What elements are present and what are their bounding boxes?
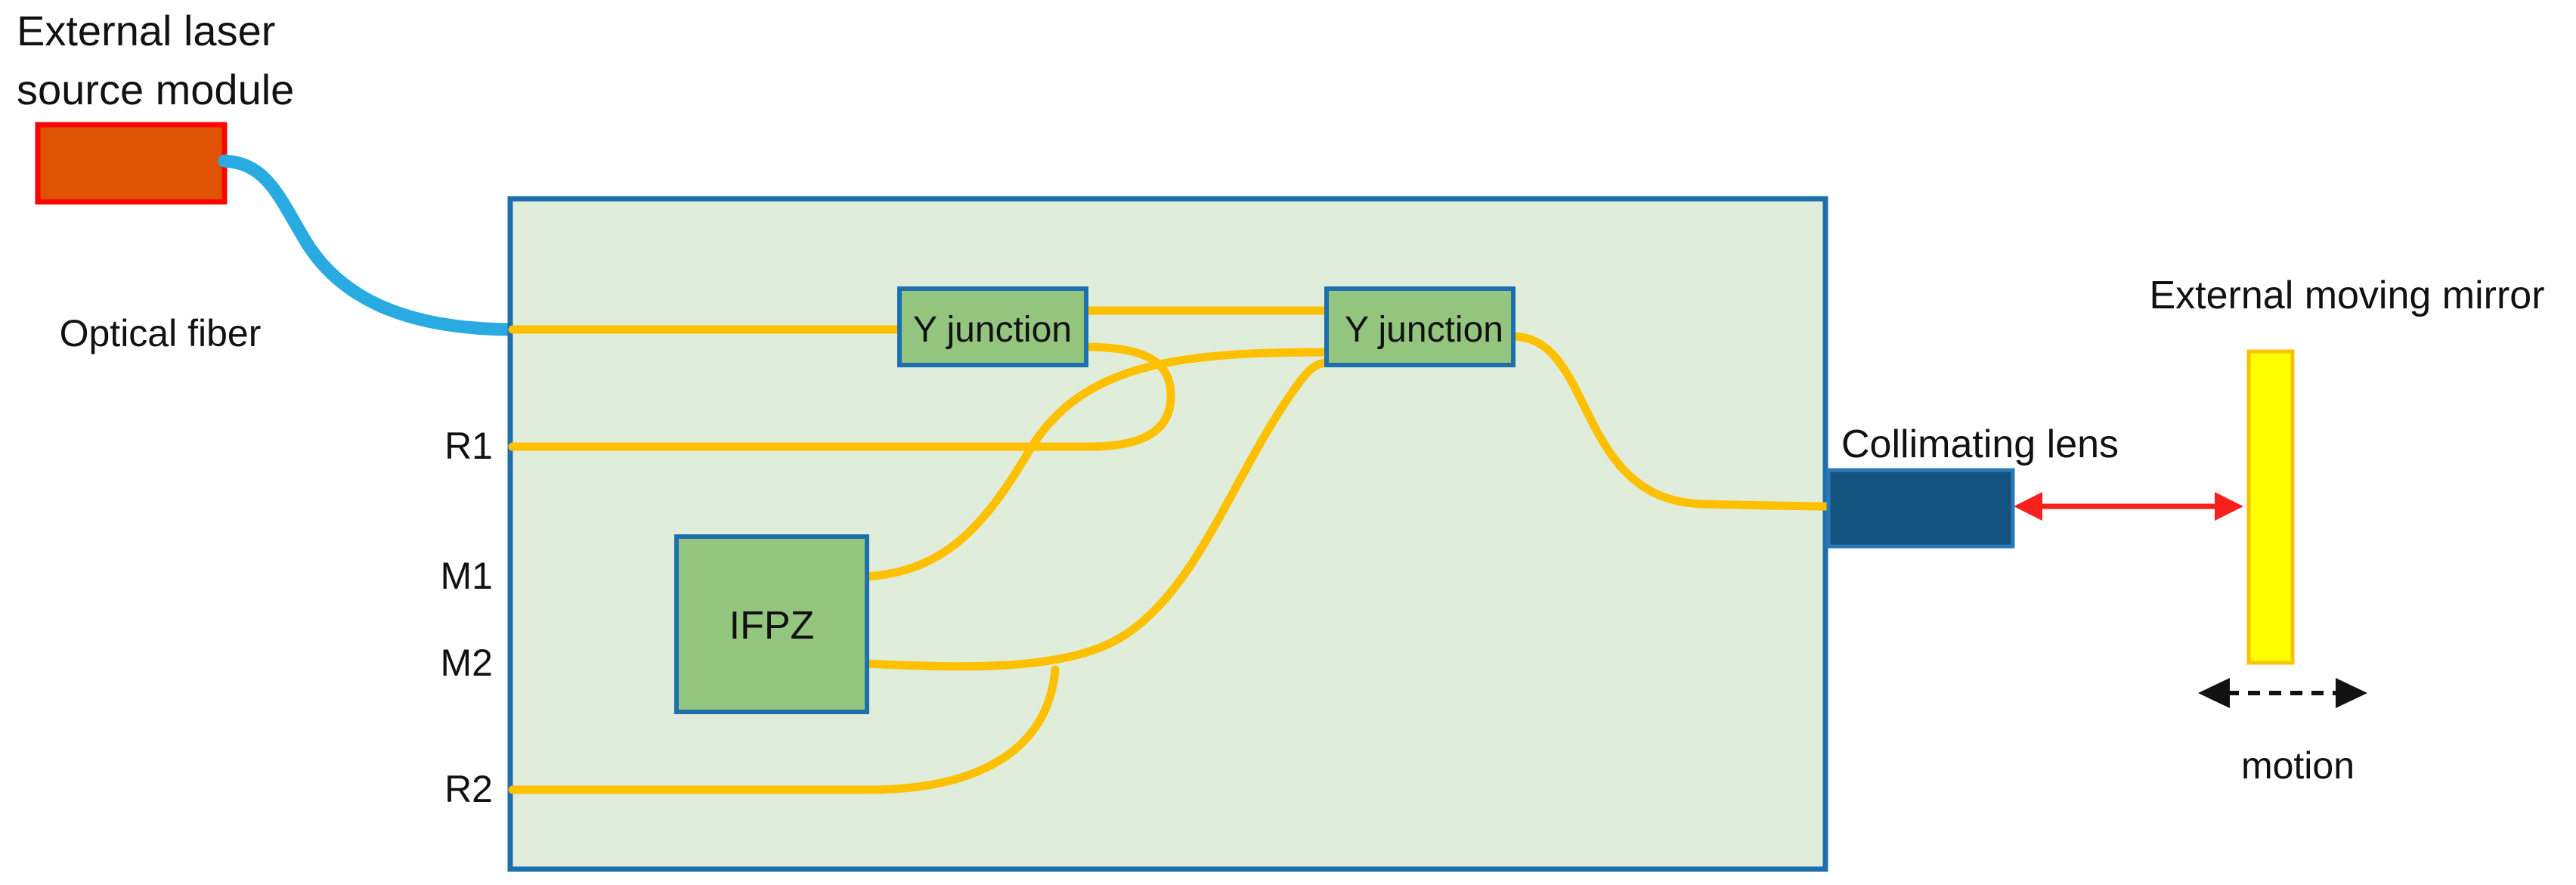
waveguide-r1-loop [508, 342, 1175, 451]
waveguide-m1-to-yjunction2 [861, 348, 1333, 581]
motion-label: motion [2241, 744, 2355, 787]
port-label-r1: R1 [444, 425, 493, 467]
moving-mirror-box [2246, 349, 2295, 665]
optical-fiber-label: Optical fiber [60, 312, 262, 354]
beam-arrow-right-head [2215, 492, 2243, 521]
laser-source-box [35, 122, 228, 205]
waveguide-output-to-lens [1509, 332, 1840, 511]
moving-mirror-label: External moving mirror [2149, 274, 2544, 317]
collimating-lens-box [1826, 468, 2015, 549]
laser-title-line2: source module [17, 66, 294, 113]
ifpz-label: IFPZ [729, 604, 815, 648]
photonic-chip-box [507, 196, 1828, 872]
beam-arrow-left-head [2014, 492, 2042, 521]
collimating-lens-label: Collimating lens [1841, 422, 2119, 466]
waveguide-m2-to-yjunction2 [861, 358, 1333, 671]
waveguide-r2-loop [508, 665, 1060, 794]
y-junction-2-label: Y junction [1345, 310, 1503, 350]
port-label-m2: M2 [441, 642, 493, 684]
y-junction-1-label: Y junction [913, 310, 1072, 350]
motion-arrow-left-head [2198, 678, 2230, 708]
laser-title-line1: External laser [17, 7, 275, 54]
motion-arrow-right-head [2336, 678, 2367, 708]
y-junction-1-box [897, 286, 1088, 367]
port-label-r2: R2 [444, 768, 493, 810]
port-label-m1: M1 [441, 555, 493, 597]
y-junction-2-box [1324, 286, 1516, 367]
ifpz-box [674, 534, 869, 714]
optical-fiber-curve [218, 154, 521, 336]
